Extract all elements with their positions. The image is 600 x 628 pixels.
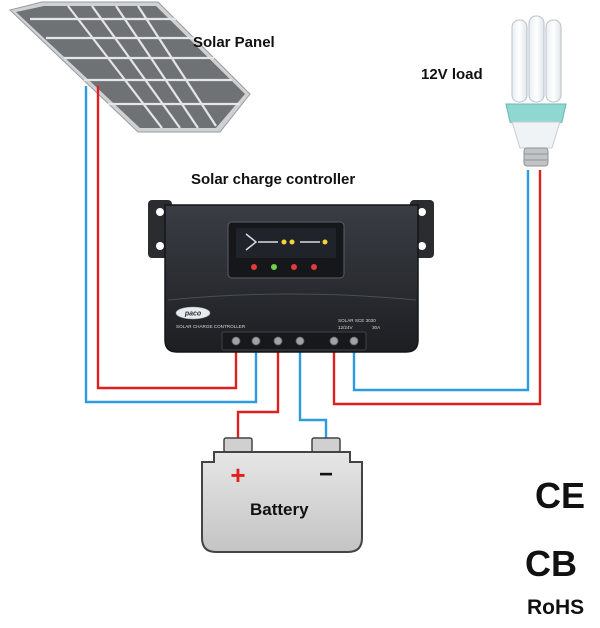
cb-mark: CB <box>525 543 577 584</box>
display-icons <box>245 233 320 251</box>
status-led-1 <box>281 239 287 245</box>
ce-mark: CE <box>535 475 585 516</box>
battery-negative-post <box>311 437 341 453</box>
panel-positive-wire <box>96 86 238 390</box>
battery-positive-post <box>223 437 253 453</box>
battery-label: Battery <box>250 500 309 519</box>
solar-panel-label: Solar Panel <box>193 34 275 51</box>
rohs-mark: RoHS <box>527 596 584 619</box>
battery-negative-wire <box>298 345 328 442</box>
model-text: SOLAR SCE 3030 <box>338 318 376 323</box>
wiring <box>84 86 542 442</box>
load-positive-wire <box>332 170 542 406</box>
battery-positive-wire <box>236 345 280 440</box>
brand-name: paco <box>184 311 202 318</box>
certification-marks: CE CB RoHS <box>525 475 585 619</box>
rating-current-text: 30A <box>372 325 381 330</box>
solar-panel <box>8 1 251 133</box>
load-negative-wire <box>352 170 530 392</box>
controller-label: Solar charge controller <box>191 171 355 188</box>
indicator-led-3 <box>291 264 297 270</box>
panel-negative-wire <box>84 86 258 404</box>
terminal-screws <box>231 336 359 346</box>
charge-controller: paco SOLAR CHARGE CONTROLLER SOLAR SCE 3… <box>148 200 434 353</box>
status-led-2 <box>289 239 295 245</box>
indicator-led-4 <box>311 264 317 270</box>
indicator-led-2 <box>271 264 277 270</box>
brand-logo <box>175 306 211 320</box>
load-label: 12V load <box>421 66 483 83</box>
battery-plus-sign: + <box>230 460 245 490</box>
cfl-bulb <box>505 15 567 167</box>
battery: + − <box>201 437 363 553</box>
indicator-led-1 <box>251 264 257 270</box>
product-line-text: SOLAR CHARGE CONTROLLER <box>176 324 246 329</box>
battery-minus-sign: − <box>319 461 333 488</box>
status-led-3 <box>322 239 328 245</box>
rating-voltage-text: 12/24V <box>338 325 353 330</box>
terminal-block <box>221 331 367 351</box>
